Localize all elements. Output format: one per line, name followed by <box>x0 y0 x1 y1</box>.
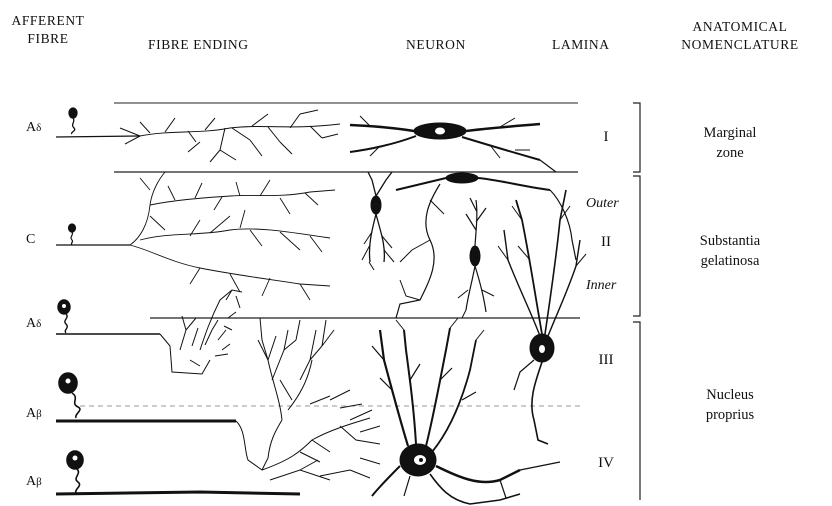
afferent-a-beta-2-cell <box>56 451 300 494</box>
a-beta-1-stalk <box>72 393 80 418</box>
lamina-ii-inner-soma <box>470 246 480 266</box>
a-delta-1-soma <box>69 108 77 118</box>
lamina-i-neuron-dendrite-left-lower <box>350 136 416 152</box>
neuron-lamina-i-ii-border <box>396 173 576 318</box>
lamina-boundaries <box>80 103 580 406</box>
bracket-marginal-zone <box>633 103 640 172</box>
a-delta-1-axon <box>56 136 140 137</box>
lamina-i-neuron-dendrite-right-lower <box>462 137 540 160</box>
neuron-lamina-ii-inner <box>458 198 494 318</box>
border-neuron-soma <box>446 173 478 183</box>
a-beta-2-nucleus <box>73 456 78 461</box>
bracket-substantia-gelatinosa <box>633 176 640 316</box>
lamina-ii-outer-soma <box>371 196 381 214</box>
a-delta-2-stalk <box>65 314 67 333</box>
lamina-iii-nucleus <box>539 345 545 353</box>
neuron-lamina-ii-outer <box>362 172 394 270</box>
lamina-iv-nucleolus <box>419 458 423 462</box>
afferent-a-delta-1-cell <box>56 108 140 137</box>
fibre-ending-lamina-i <box>120 110 340 162</box>
fibre-ending-lamina-iii-iv-a-beta <box>236 318 380 480</box>
a-beta-1-nucleus <box>66 379 71 384</box>
afferent-a-beta-1-cell <box>56 373 236 421</box>
fibre-ending-lamina-iii-a-delta <box>160 290 242 374</box>
a-delta-2-nucleus <box>62 304 66 308</box>
a-beta-2-stalk <box>76 469 80 493</box>
fibre-ending-lamina-ii <box>130 172 335 300</box>
neuron-lamina-i-marginal <box>350 116 556 172</box>
afferent-a-delta-2-cell <box>56 300 160 334</box>
afferent-c-cell <box>56 224 130 245</box>
lamina-i-neuron-dendrite-left <box>350 125 414 131</box>
lamina-i-neuron-nucleus <box>435 128 445 135</box>
c-fibre-soma <box>69 224 76 232</box>
c-fibre-stalk <box>71 232 73 245</box>
a-beta-2-axon <box>56 492 300 494</box>
nomenclature-brackets <box>633 103 640 500</box>
bracket-nucleus-proprius <box>633 322 640 500</box>
a-delta-1-stalk <box>72 118 75 134</box>
